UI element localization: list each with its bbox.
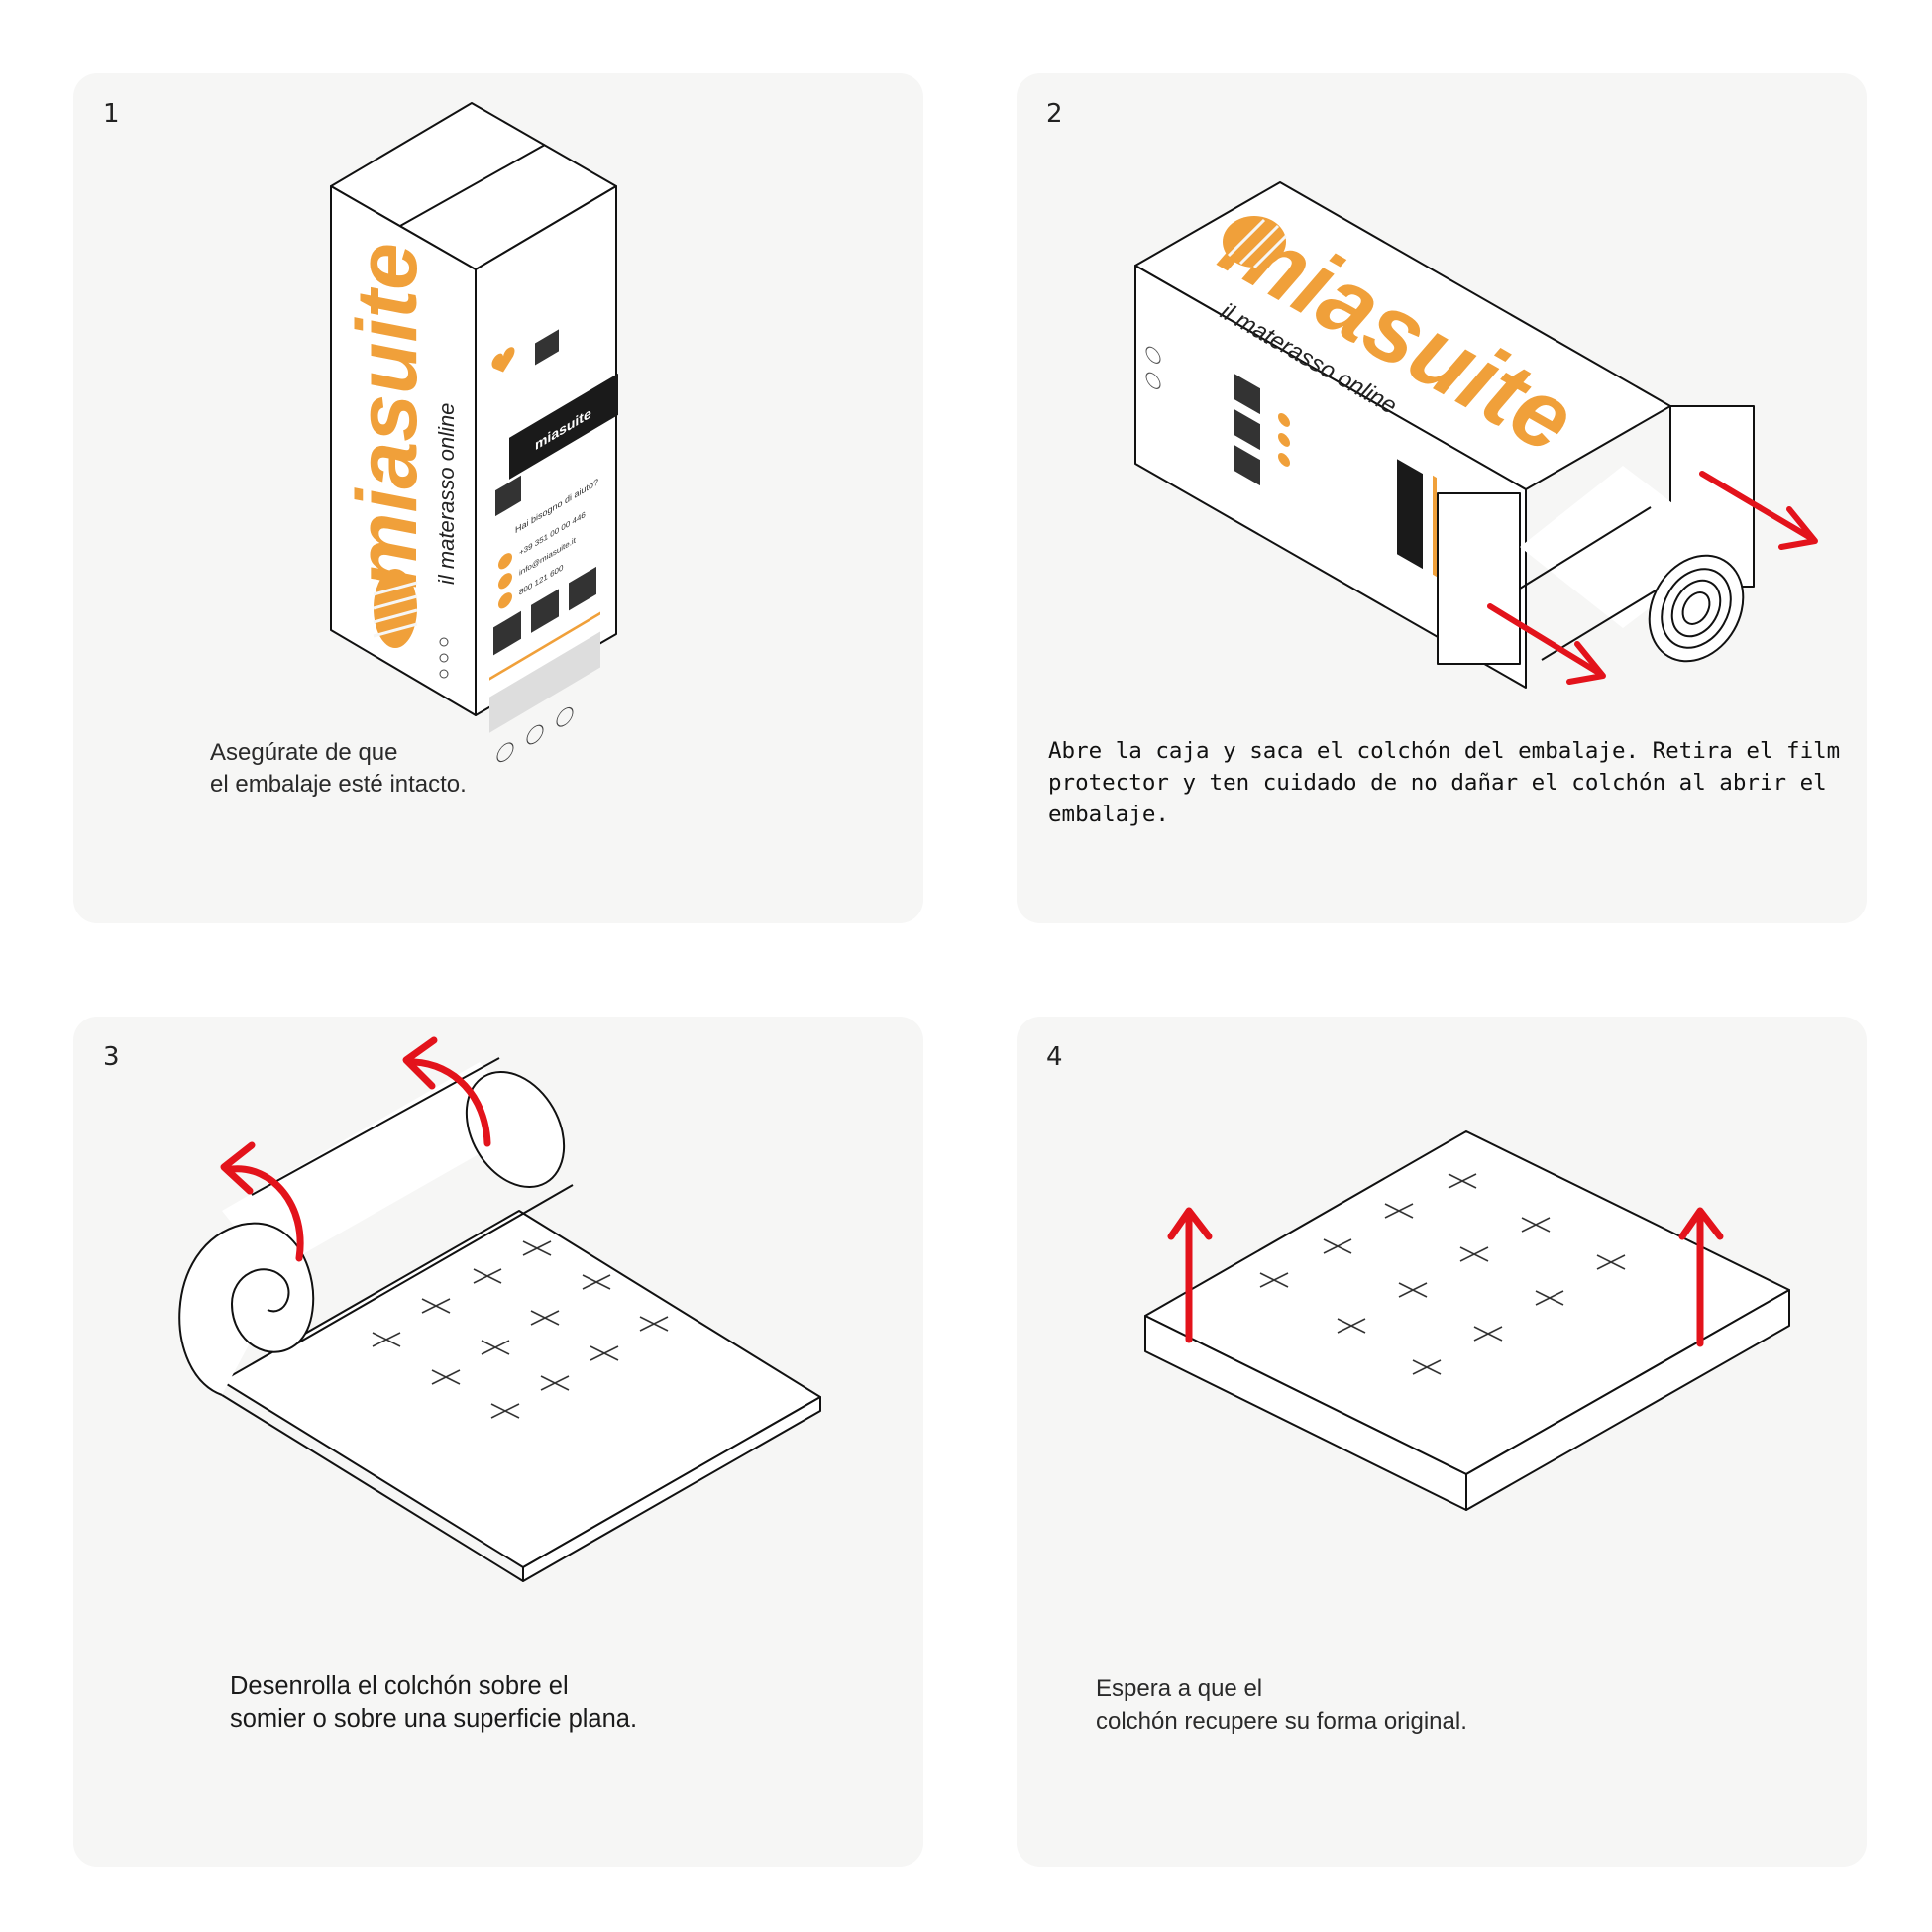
mattress-box-illustration: miasuite il materasso online miasuite Ha…	[330, 102, 618, 763]
open-box-illustration: miasuite il materasso online	[1134, 181, 1818, 689]
box-tagline-text: il materasso online	[434, 403, 459, 585]
step-3-panel: 3	[73, 1017, 923, 1867]
mattress-roll-icon	[178, 1036, 821, 1582]
step-4-panel: 4 Espera a que el colchón rec	[1017, 1017, 1867, 1867]
mattress-stitch-markers	[372, 1240, 669, 1419]
arrow-icon	[1487, 471, 1818, 685]
arrow-icon	[220, 1036, 491, 1262]
step-caption: Espera a que el colchón recupere su form…	[1096, 1675, 1467, 1735]
step-caption: Desenrolla el colchón sobre el somier o …	[230, 1672, 638, 1733]
step-caption: Asegúrate de que el embalaje esté intact…	[210, 739, 467, 798]
box-brand-text: miasuite	[340, 243, 435, 589]
step-number: 2	[1046, 99, 1063, 129]
step-1-panel: 1 miasuite il materasso online	[73, 73, 923, 923]
step-number: 4	[1046, 1042, 1063, 1072]
mattress-stitch-markers	[1259, 1173, 1626, 1375]
step-number: 3	[103, 1042, 120, 1072]
step-caption: Abre la caja y saca el colchón del embal…	[1048, 738, 1841, 827]
arrow-icon	[1167, 1207, 1724, 1347]
step-number: 1	[103, 99, 120, 129]
step-2-panel: 2 miasuite il materasso online	[1017, 73, 1867, 923]
mattress-icon	[1144, 1130, 1790, 1511]
